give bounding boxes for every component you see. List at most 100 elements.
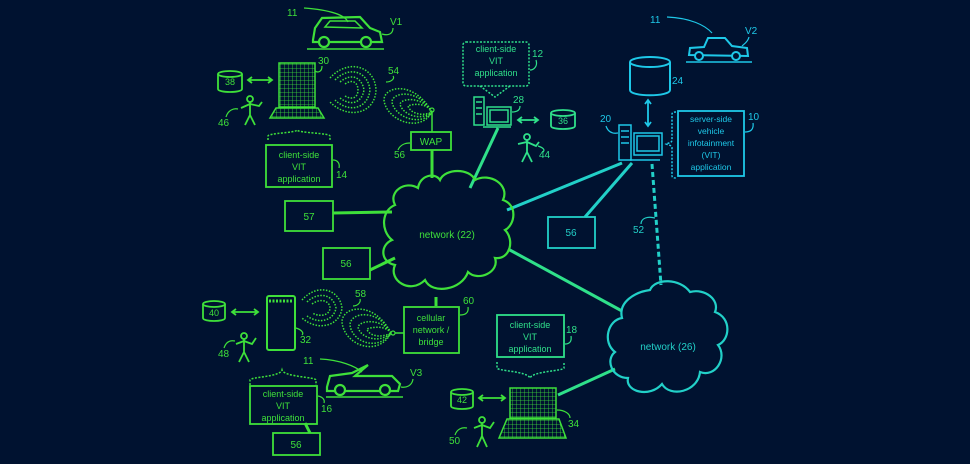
network-26[interactable]: network (26) xyxy=(606,280,729,394)
connections xyxy=(303,127,663,434)
client-app-12-box xyxy=(462,41,530,87)
laptop-30-screen-icon xyxy=(278,62,316,108)
client-app-16-line3: application xyxy=(261,413,304,423)
leader-link-52 xyxy=(640,216,656,225)
client-app-16-ref: 16 xyxy=(321,404,333,415)
cloud-network-22 xyxy=(382,169,515,290)
client-app-12[interactable]: client-side VIT application 12 xyxy=(462,41,544,98)
desktop-28-monitor-icon xyxy=(486,106,512,126)
wap-box[interactable]: WAP 56 xyxy=(394,131,452,161)
box-57-label: 57 xyxy=(303,212,315,223)
link-network22-network26 xyxy=(507,247,623,313)
server-20-monitor-icon xyxy=(633,132,663,156)
client-app-12-line3: application xyxy=(474,68,517,78)
phone-32[interactable]: 32 xyxy=(266,295,312,351)
vehicle-v2-ref: 11 xyxy=(650,15,661,26)
db-36-body-icon xyxy=(550,113,576,130)
box-57[interactable]: 57 xyxy=(284,200,334,232)
client-app-14[interactable]: client-side VIT application 14 xyxy=(265,144,348,188)
client-app-18-box xyxy=(496,314,565,358)
server-20[interactable]: 20 xyxy=(600,114,663,161)
phone-32-body-icon xyxy=(266,295,296,351)
user-46[interactable]: 46 xyxy=(218,95,263,129)
desktop-28[interactable]: 28 xyxy=(473,95,525,128)
phone-32-ref-text: 32 xyxy=(300,335,312,346)
database-42[interactable]: 42 xyxy=(450,388,474,410)
leader-signal-58 xyxy=(352,298,361,307)
client-app-14-line2: VIT xyxy=(292,162,307,172)
network-22[interactable]: network (22) xyxy=(382,169,515,290)
db-42-body-icon xyxy=(450,392,474,410)
convertible-body-icon xyxy=(325,364,402,393)
network-26-label: network (26) xyxy=(640,342,696,353)
leader-laptop-30 xyxy=(314,65,323,73)
leader-laptop-34 xyxy=(556,409,571,419)
client-laptop-30[interactable]: 30 xyxy=(268,56,330,119)
leader-wap-ref xyxy=(397,142,411,151)
client-app-14-ref: 14 xyxy=(336,170,348,181)
signal-waves-cellular xyxy=(341,308,392,348)
client-app-14-line1: client-side xyxy=(279,150,320,160)
box-56-right-rect xyxy=(547,216,596,249)
leader-desktop-28 xyxy=(511,105,521,113)
cellular-bridge-box[interactable]: cellular network / bridge 60 xyxy=(403,296,475,354)
box-56-bottom-label: 56 xyxy=(290,440,302,451)
user-44-label: 44 xyxy=(539,150,551,161)
cellular-ref: 60 xyxy=(463,296,475,307)
database-38[interactable]: 38 xyxy=(217,70,243,93)
arrow-db38-laptop30-icon xyxy=(246,76,274,84)
db-40-body-icon xyxy=(202,304,226,322)
client-app-18-ref: 18 xyxy=(566,325,578,336)
user-46-label: 46 xyxy=(218,118,230,129)
vehicle-v2[interactable]: 11 V2 xyxy=(650,15,758,63)
user-44[interactable]: 44 xyxy=(517,133,551,163)
client-app-18-line3: application xyxy=(508,344,551,354)
vehicle-v1-label: V1 xyxy=(390,17,403,28)
box-56-bottom-rect xyxy=(272,432,321,456)
box-56-left[interactable]: 56 xyxy=(322,247,371,280)
link-laptop34-network26 xyxy=(557,367,616,397)
link-box57-network22 xyxy=(332,210,393,215)
db-42-label: 42 xyxy=(457,395,467,405)
laptop-30-ref: 30 xyxy=(318,56,330,67)
client-app-16[interactable]: client-side VIT application 16 xyxy=(249,385,333,425)
server-app-10-line1: server-side xyxy=(690,114,732,124)
client-laptop-34[interactable]: 34 xyxy=(497,387,580,439)
vehicle-v1[interactable]: 11 V1 xyxy=(287,7,403,50)
vehicle-v3[interactable]: 11 V3 xyxy=(303,356,423,398)
wap-label: WAP xyxy=(420,137,443,148)
user-48[interactable]: 48 xyxy=(218,332,257,363)
db-40-label: 40 xyxy=(209,308,219,318)
signal-58-label: 58 xyxy=(355,289,367,300)
client-app-18[interactable]: client-side VIT application 18 xyxy=(496,314,578,358)
pickup-body-icon xyxy=(687,37,750,58)
db-40-top-icon xyxy=(202,300,226,308)
cellular-line2: network / xyxy=(413,325,450,335)
desktop-28-tower-icon xyxy=(473,96,485,126)
cellular-box-rect xyxy=(403,306,460,354)
leader-v2-ref xyxy=(666,16,713,34)
laptop-34-ref: 34 xyxy=(568,419,580,430)
laptop-34-screen-icon xyxy=(509,387,557,419)
user-44-body-icon xyxy=(517,140,540,163)
client-app-18-line1: client-side xyxy=(510,320,551,330)
database-36[interactable]: 36 xyxy=(550,109,576,130)
leader-server-app-10 xyxy=(744,122,754,133)
signal-waves-laptop30 xyxy=(329,66,377,114)
server-app-10[interactable]: server-side vehicle infotainment (VIT) a… xyxy=(677,110,760,177)
leader-server-20 xyxy=(605,125,619,134)
database-24[interactable]: 24 xyxy=(629,56,684,97)
database-40[interactable]: 40 xyxy=(202,300,226,322)
user-50[interactable]: 50 xyxy=(449,416,495,448)
user-50-body-icon xyxy=(473,421,495,448)
desktop-28-ref: 28 xyxy=(513,95,525,106)
box-56-right[interactable]: 56 xyxy=(547,216,596,249)
db-38-body-icon xyxy=(217,74,243,93)
box-56-bottom[interactable]: 56 xyxy=(272,432,321,456)
cellular-line3: bridge xyxy=(418,337,443,347)
server-20-tower-icon xyxy=(618,124,632,161)
brace-client-14-icon xyxy=(267,127,331,140)
desktop-28-screen xyxy=(489,109,509,123)
suv-body-icon xyxy=(311,15,384,44)
